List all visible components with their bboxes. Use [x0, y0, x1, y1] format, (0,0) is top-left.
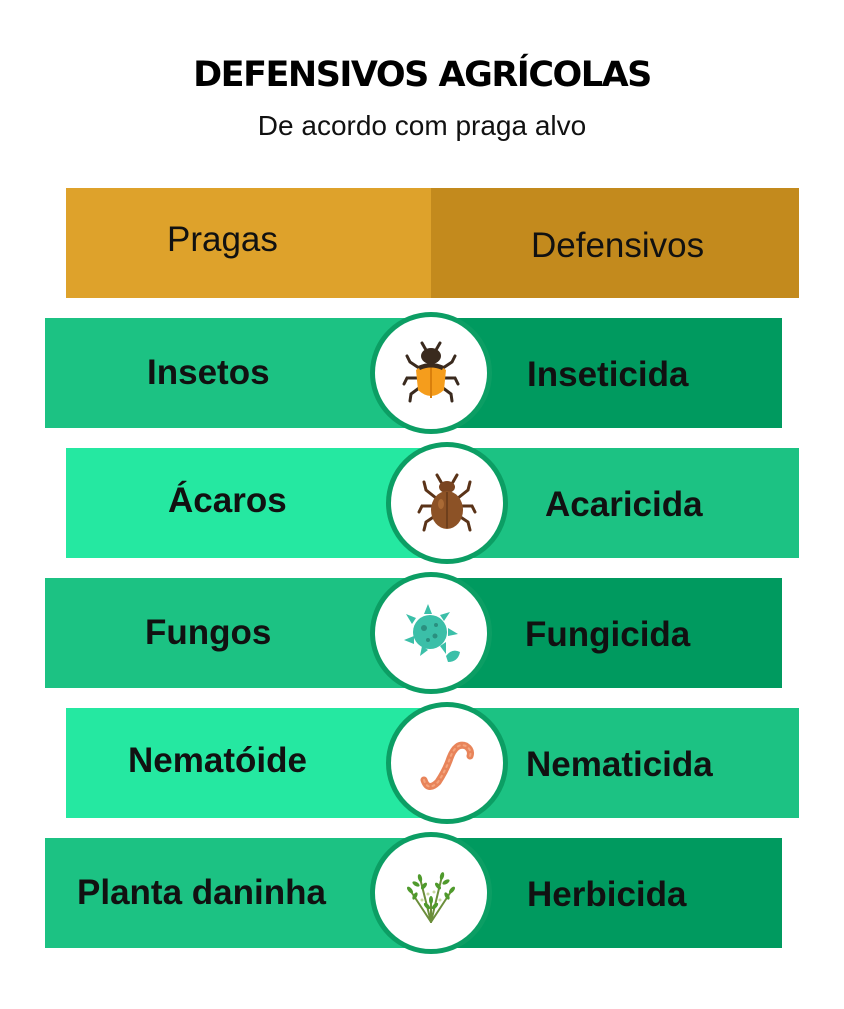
- worm-icon: [386, 702, 508, 824]
- defensivo-label: Inseticida: [527, 355, 689, 394]
- table-row-fungos: Fungos Fungicida: [45, 578, 782, 688]
- weed-icon: [370, 832, 492, 954]
- header-cell-defensivos: Defensivos: [431, 188, 799, 298]
- table-header: Pragas Defensivos: [66, 188, 799, 298]
- praga-cell: Ácaros: [66, 448, 431, 558]
- header-label-pragas: Pragas: [167, 220, 278, 259]
- praga-cell: Nematóide: [66, 708, 431, 818]
- praga-label: Fungos: [145, 613, 272, 652]
- praga-cell: Planta daninha: [45, 838, 431, 948]
- praga-cell: Insetos: [45, 318, 431, 428]
- praga-label: Ácaros: [168, 481, 287, 520]
- praga-label: Insetos: [147, 353, 270, 392]
- defensivo-label: Fungicida: [525, 615, 691, 654]
- header-label-defensivos: Defensivos: [531, 226, 705, 265]
- page-subtitle: De acordo com praga alvo: [257, 110, 587, 141]
- praga-label: Planta daninha: [77, 873, 326, 912]
- table-row-insetos: Insetos Inseticida: [45, 318, 782, 428]
- mite-icon: [386, 442, 508, 564]
- header-cell-pragas: Pragas: [66, 188, 431, 298]
- defensivo-label: Herbicida: [527, 875, 687, 914]
- page-title: DEFENSIVOS AGRÍCOLAS: [193, 55, 652, 95]
- table-row-planta-daninha: Planta daninha Herbicida: [45, 838, 782, 948]
- defensivo-label: Nematicida: [526, 745, 713, 784]
- praga-label: Nematóide: [128, 741, 307, 780]
- beetle-icon: [370, 312, 492, 434]
- praga-cell: Fungos: [45, 578, 431, 688]
- defensivo-label: Acaricida: [545, 485, 703, 524]
- fungus-icon: [370, 572, 492, 694]
